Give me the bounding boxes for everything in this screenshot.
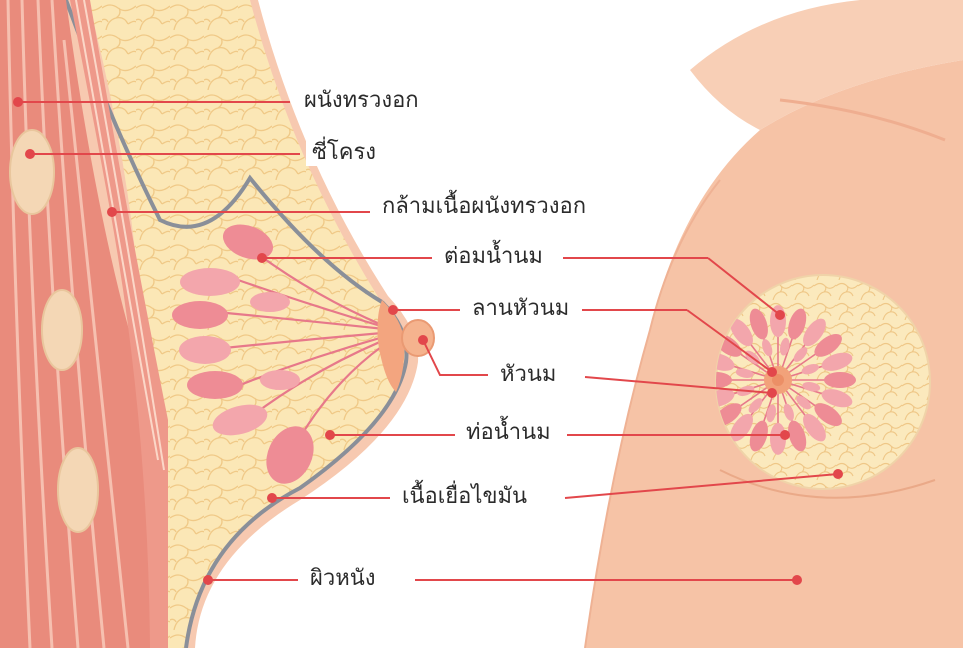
rib-1 xyxy=(10,130,54,214)
label-chest-wall: ผนังทรวงอก xyxy=(298,88,425,114)
front-lobule xyxy=(824,372,856,388)
rib-2 xyxy=(42,290,82,370)
label-ribs: ซี่โครง xyxy=(306,140,382,166)
label-nipple: หัวนม xyxy=(494,362,562,388)
label-lobules: ต่อมน้ำนม xyxy=(438,244,549,270)
label-milk-ducts: ท่อน้ำนม xyxy=(460,420,557,446)
label-fatty-tissue: เนื้อเยื่อไขมัน xyxy=(396,484,533,510)
label-skin: ผิวหนัง xyxy=(304,566,382,592)
front-breast xyxy=(716,275,930,489)
rib-3 xyxy=(58,448,98,532)
label-pectoral-muscle: กล้ามเนื้อผนังทรวงอก xyxy=(376,194,592,220)
label-areola: ลานหัวนม xyxy=(466,296,575,322)
